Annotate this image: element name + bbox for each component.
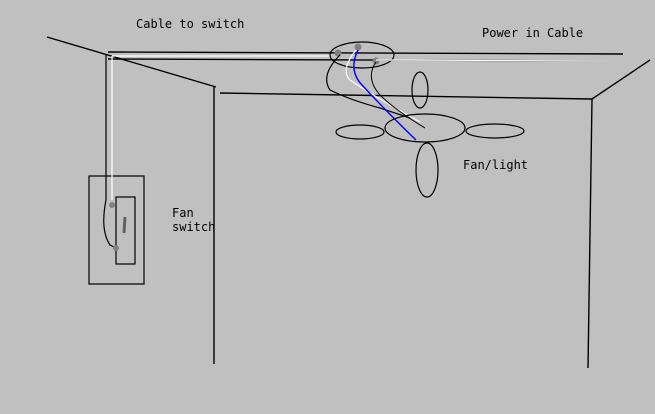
fan-blade-right (465, 123, 525, 139)
ceiling-left-edge (46, 36, 217, 88)
fan-blade-bottom (415, 142, 439, 198)
switch-terminal-bottom (113, 245, 119, 251)
fan-blade-left (335, 124, 385, 140)
label-fan-switch-line2: switch (172, 220, 216, 234)
switch-box (88, 175, 145, 285)
power-in-white-wire (375, 59, 608, 62)
label-fan-light: Fan/light (463, 158, 529, 172)
black-wire-to-switch (103, 54, 117, 249)
junction-terminal-center (354, 43, 362, 51)
blue-wire-to-fan (353, 49, 417, 141)
label-fan-switch: Fan switch (172, 206, 232, 234)
white-wire-to-fan (345, 49, 421, 123)
switch-plate (88, 175, 145, 285)
switch-body (115, 196, 136, 265)
wall-corner-right (587, 98, 593, 369)
fan-blade-top (411, 71, 429, 109)
black-wire-fan-2 (370, 61, 426, 129)
junction-terminal-left (334, 49, 342, 57)
ceiling-right-edge (591, 59, 651, 100)
label-power-in-cable: Power in Cable (482, 26, 584, 40)
fan-wires (326, 49, 426, 141)
junction-terminal-right (372, 57, 380, 65)
switch-toggle (122, 216, 127, 234)
ceiling-top-edge (107, 51, 624, 55)
ceiling-back-edge (219, 92, 593, 100)
switch-terminal-top (109, 202, 115, 208)
label-cable-to-switch: Cable to switch (136, 17, 245, 31)
ceiling-junction-box (329, 41, 395, 69)
fan-body (384, 113, 466, 143)
room-outline (46, 36, 651, 369)
switch-cable (103, 54, 330, 249)
black-wire-to-fan (326, 54, 411, 119)
label-fan-switch-line1: Fan (172, 206, 194, 220)
ceiling-fan (335, 71, 525, 198)
